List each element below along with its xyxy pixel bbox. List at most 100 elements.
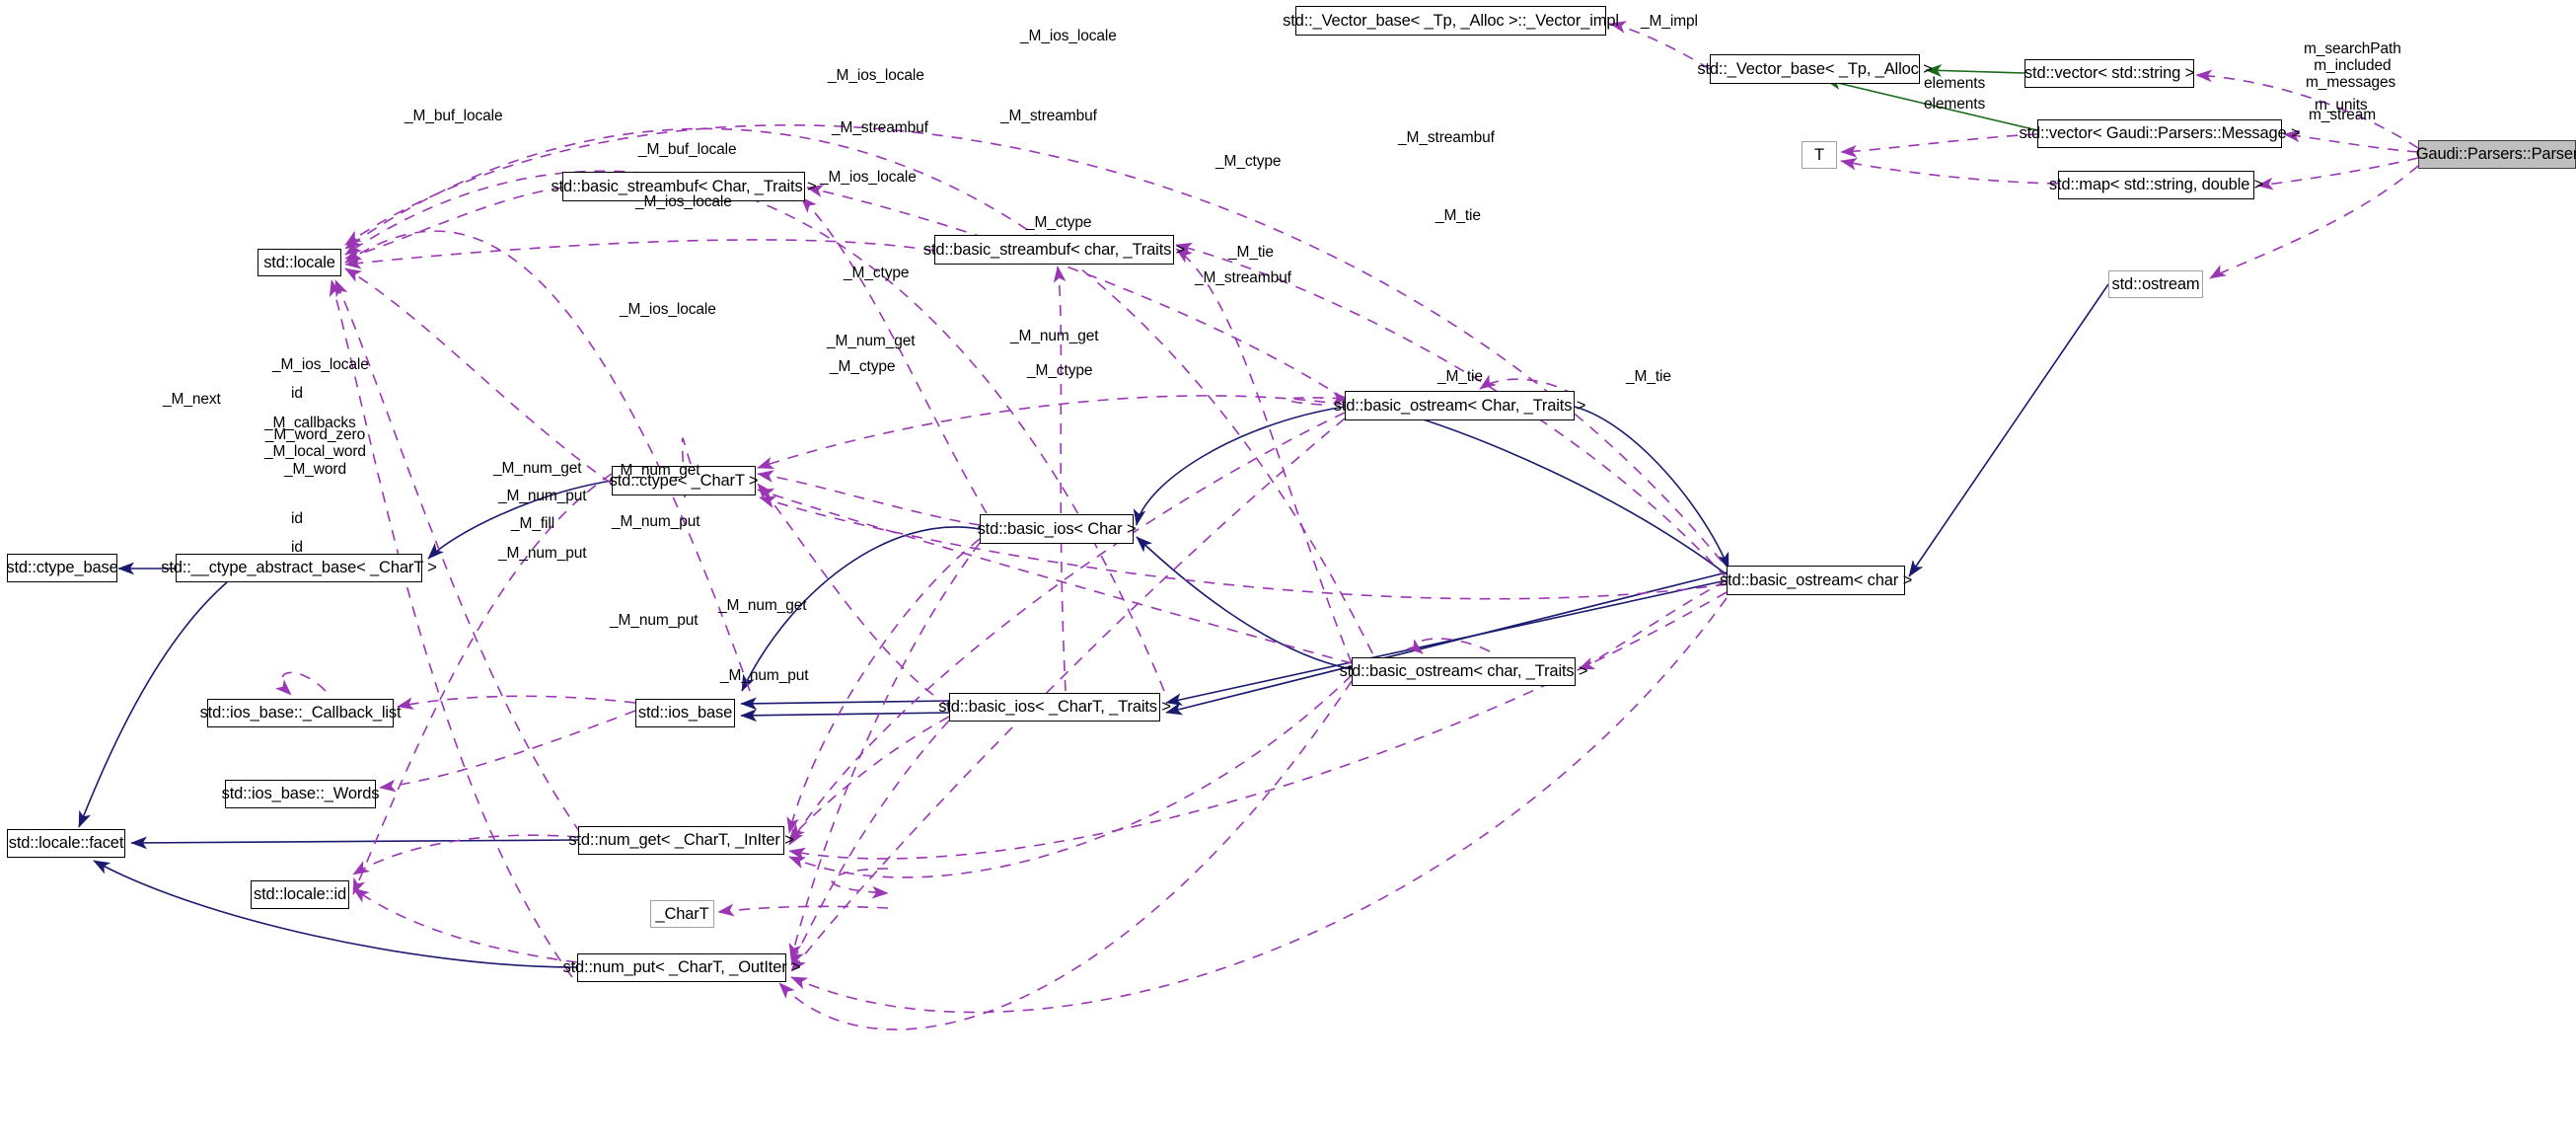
class-node-label: std::basic_streambuf< char, _Traits > [922, 240, 1186, 259]
class-node-num_get[interactable]: std::num_get< _CharT, _InIter > [568, 826, 794, 855]
class-node-label: std::basic_ios< _CharT, _Traits > [938, 698, 1171, 717]
edge-label-l-ctype-3: _M_ctype [844, 265, 910, 281]
class-node-ostream[interactable]: std::ostream [2108, 270, 2203, 298]
edge-label-l-stream: m_stream [2309, 107, 2377, 123]
edge-label-l-tie-3: _M_tie [1626, 368, 1671, 385]
edge-label-l-id-2: id [291, 510, 303, 527]
class-node-callback_list[interactable]: std::ios_base::_Callback_list [200, 699, 402, 727]
edge-label-l-tie-4: _M_tie [1437, 368, 1483, 385]
edge-label-l-id-1: id [291, 385, 303, 402]
edge-label-l-ios_locale-2: _M_ios_locale [828, 67, 924, 84]
edge-label-l-num_put-1: _M_num_put [498, 488, 587, 504]
class-node-label: std::_Vector_base< _Tp, _Alloc > [1697, 59, 1933, 78]
edge-label-l-elements-1: elements [1924, 75, 1986, 92]
edge-label-l-buf_locale-2: _M_buf_locale [638, 141, 737, 158]
edge-label-l-ctype-1: _M_ctype [1215, 153, 1282, 170]
edge-label-l-messages: m_messages [2306, 74, 2396, 91]
class-node-vector_message[interactable]: std::vector< Gaudi::Parsers::Message > [2019, 119, 2301, 148]
edge-label-l-streambuf-3: _M_streambuf [1398, 129, 1495, 146]
edge-label-l-num_put-4: _M_num_put [610, 612, 699, 629]
class-node-streambuf_Char[interactable]: std::basic_streambuf< Char, _Traits > [552, 172, 817, 201]
edge-label-l-ctype-4: _M_ctype [830, 358, 896, 375]
class-node-num_put[interactable]: std::num_put< _CharT, _OutIter > [563, 953, 801, 982]
class-node-label: std::num_get< _CharT, _InIter > [568, 831, 794, 850]
class-node-label: std::basic_ostream< char, _Traits > [1339, 662, 1588, 681]
class-node-ostream_char[interactable]: std::basic_ostream< char > [1720, 566, 1912, 595]
class-node-ios_words[interactable]: std::ios_base::_Words [222, 780, 380, 808]
class-node-ctype_CharT[interactable]: std::ctype< _CharT > [609, 466, 759, 495]
class-node-label: std::basic_ios< Char > [977, 519, 1137, 538]
class-node-label: std::ctype< _CharT > [609, 471, 759, 490]
edge-label-l-num_put-5: _M_num_put [720, 667, 809, 684]
edge-label-l-ios_locale-6: _M_ios_locale [272, 356, 369, 373]
edge-label-l-units: m_units [2315, 97, 2368, 114]
class-node-streambuf_char[interactable]: std::basic_streambuf< char, _Traits > [923, 235, 1185, 265]
edge-label-l-elements-2: elements [1924, 96, 1986, 113]
class-node-ostream_char_Traits[interactable]: std::basic_ostream< char, _Traits > [1340, 657, 1588, 686]
class-node-ctype_abstract[interactable]: std::__ctype_abstract_base< _CharT > [161, 554, 437, 582]
class-node-label: std::ios_base [637, 704, 733, 723]
class-node-label: std::ios_base::_Words [221, 785, 380, 803]
class-node-label: std::ios_base::_Callback_list [199, 704, 402, 723]
class-node-locale_id[interactable]: std::locale::id [251, 880, 349, 909]
edge-label-l-streambuf-1: _M_streambuf [832, 119, 928, 136]
edge-label-l-word_group: _M_word_zero _M_local_word _M_word [264, 426, 366, 478]
class-node-label: std::map< std::string, double > [2048, 176, 2264, 194]
class-node-label: std::_Vector_base< _Tp, _Alloc >::_Vecto… [1283, 11, 1619, 30]
class-node-basic_ios_Char[interactable]: std::basic_ios< Char > [977, 514, 1137, 544]
edge-label-l-ctype-5: _M_ctype [1027, 362, 1093, 379]
edge-label-l-fill: _M_fill [511, 515, 555, 532]
class-node-label: T [1814, 145, 1824, 164]
class-node-label: std::locale [263, 253, 335, 271]
class-node-label: _CharT [655, 904, 709, 923]
class-node-label: std::__ctype_abstract_base< _CharT > [161, 559, 437, 577]
class-node-label: std::ctype_base [6, 559, 118, 577]
edge-label-l-num_get-5: _M_num_get [718, 597, 807, 614]
edge-label-l-num_get-1: _M_num_get [1010, 328, 1099, 344]
class-node-parser[interactable]: Gaudi::Parsers::Parser [2415, 140, 2576, 169]
class-node-chart[interactable]: _CharT [650, 900, 714, 928]
class-node-label: Gaudi::Parsers::Parser [2415, 145, 2576, 164]
edge-label-l-next: _M_next [163, 391, 221, 408]
class-node-ios_base[interactable]: std::ios_base [635, 699, 735, 727]
class-node-label: std::locale::facet [8, 834, 124, 853]
usage-edges [275, 21, 2419, 1030]
class-node-label: std::basic_streambuf< Char, _Traits > [551, 177, 817, 195]
class-node-label: std::locale::id [253, 885, 347, 904]
class-node-ostream_Char_Traits[interactable]: std::basic_ostream< Char, _Traits > [1334, 391, 1585, 420]
edge-label-l-tie-1: _M_tie [1435, 207, 1481, 224]
template-edges [1824, 64, 2038, 131]
class-node-label: std::num_put< _CharT, _OutIter > [562, 958, 801, 977]
class-node-vector_string[interactable]: std::vector< std::string > [2024, 59, 2194, 88]
edge-label-l-id-3: id [291, 539, 303, 556]
edge-label-l-ios_locale-3: _M_ios_locale [820, 169, 917, 186]
class-node-label: std::ostream [2111, 274, 2200, 293]
edge-label-l-num_get-4: _M_num_get [612, 462, 700, 479]
edge-label-l-ios_locale-5: _M_ios_locale [620, 301, 716, 318]
edge-label-l-tie-2: _M_tie [1228, 244, 1274, 261]
class-node-locale[interactable]: std::locale [258, 249, 341, 276]
edge-label-l-ios_locale-4: _M_ios_locale [635, 193, 732, 210]
edge-label-l-ios_locale-1: _M_ios_locale [1020, 28, 1117, 44]
class-node-vector_base[interactable]: std::_Vector_base< _Tp, _Alloc > [1697, 54, 1933, 84]
class-node-label: std::vector< std::string > [2024, 64, 2195, 83]
inheritance-edges [78, 283, 2109, 968]
class-node-map_string_double[interactable]: std::map< std::string, double > [2049, 171, 2263, 199]
edge-label-l-M_impl: _M_impl [1641, 13, 1698, 30]
edge-label-l-callbacks: _M_callbacks [264, 415, 356, 431]
class-node-ctype_base[interactable]: std::ctype_base [6, 554, 118, 582]
edge-label-l-num_get-3: _M_num_get [493, 460, 582, 477]
edge-label-l-buf_locale-1: _M_buf_locale [405, 108, 503, 124]
edge-label-l-streambuf-2: _M_streambuf [1000, 108, 1097, 124]
class-node-t_param[interactable]: T [1802, 141, 1837, 169]
class-node-vector_impl[interactable]: std::_Vector_base< _Tp, _Alloc >::_Vecto… [1283, 6, 1619, 36]
edge-label-l-searchPath: m_searchPath m_included [2304, 40, 2401, 75]
edge-label-l-num_get-2: _M_num_get [827, 333, 916, 349]
edge-label-l-num_put-2: _M_num_put [612, 513, 700, 530]
class-node-locale_facet[interactable]: std::locale::facet [7, 829, 125, 858]
class-node-label: std::basic_ostream< Char, _Traits > [1333, 396, 1586, 415]
edge-label-l-streambuf-4: _M_streambuf [1195, 269, 1291, 286]
class-node-basic_ios_CharT[interactable]: std::basic_ios< _CharT, _Traits > [938, 693, 1171, 722]
